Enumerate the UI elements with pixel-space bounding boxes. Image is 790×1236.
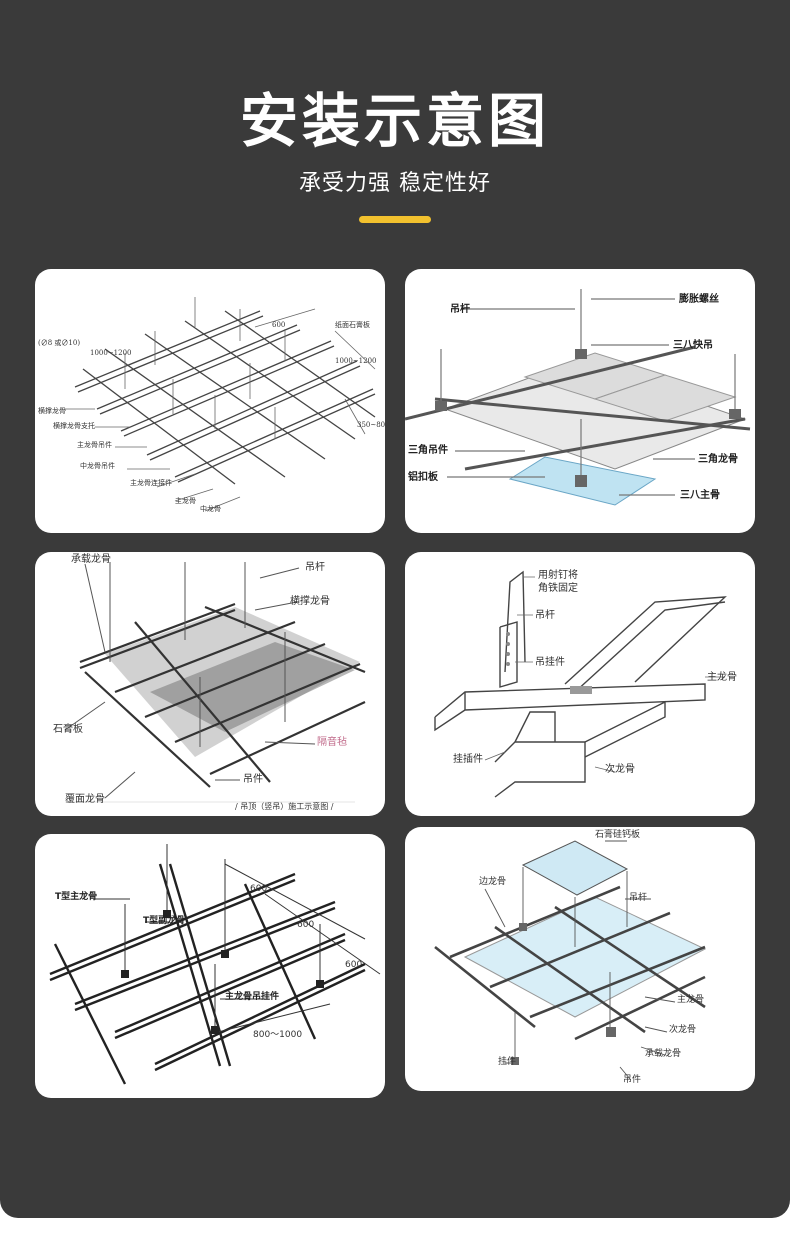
label-cover-keel: 覆面龙骨: [65, 794, 105, 805]
label-sub: 次龙骨: [669, 1025, 697, 1035]
label-board: 石膏硅钙板: [595, 830, 641, 840]
label-board: 纸面石膏板: [335, 321, 370, 329]
diagram-card-gypsum-grid: 600 纸面石膏板 (∅8 或∅10) 1000~1200 1000~1200 …: [35, 269, 385, 533]
label-bolt: 膨胀螺丝: [679, 294, 719, 305]
label-hook: 挂件: [498, 1057, 517, 1067]
label-insert: 挂插件: [453, 754, 483, 765]
label-hanger: 主龙骨吊挂件: [225, 992, 280, 1002]
diagram-card-aluminum-panel: 吊杆 膨胀螺丝 三八快吊 三角吊件 三角龙骨 铝扣板 三八主骨: [405, 269, 755, 533]
label-main-hanger: 主龙骨吊件: [77, 441, 112, 449]
label-mid: 中龙骨: [200, 505, 221, 513]
silicate-board-drawing: [434, 840, 707, 1080]
label-hanger: 吊件: [243, 774, 263, 785]
label-cross-keel: 横撑龙骨: [290, 596, 330, 607]
label-main: 主龙骨: [707, 672, 737, 683]
label-nail-1: 用射钉将: [538, 570, 578, 581]
keel-detail-drawing: [434, 570, 727, 798]
label-main: 主龙骨: [175, 497, 196, 505]
vertical-hang-drawing: [64, 562, 366, 803]
aluminum-panel-drawing: [405, 289, 751, 506]
label-span2: 1000~1200: [335, 357, 377, 365]
t-grid-drawing: [49, 844, 381, 1085]
label-rod: 吊杆: [535, 610, 555, 621]
label-span: 800～1000: [253, 1030, 303, 1040]
label-edge: 边龙骨: [479, 877, 507, 887]
label-600-c: 600: [345, 960, 363, 970]
label-nail-2: 角铁固定: [538, 583, 578, 594]
label-600-b: 600: [297, 920, 315, 930]
label-hanger: 吊挂件: [535, 657, 565, 668]
diagram-card-vertical-hang: 承载龙骨 吊杆 横撑龙骨 石膏板 隔音毡 吊件 覆面龙骨 / 吊顶（竖吊）施工示…: [35, 552, 385, 816]
label-load: 承载龙骨: [645, 1049, 682, 1059]
label-sound: 隔音毡: [317, 737, 347, 748]
label-main-connector: 主龙骨连接件: [130, 479, 172, 487]
page-title: 安装示意图: [239, 87, 550, 155]
label-t-sub: T型副龙骨: [143, 916, 186, 926]
diagram-card-keel-detail: 用射钉将 角铁固定 吊杆 吊挂件 主龙骨 挂插件 次龙骨: [405, 552, 755, 816]
label-phi: (∅8 或∅10): [38, 339, 81, 347]
label-rod: 吊杆: [450, 304, 470, 315]
caption: / 吊顶（竖吊）施工示意图 /: [235, 802, 334, 811]
label-cross: 横撑龙骨: [38, 407, 66, 415]
label-rod: 吊杆: [305, 562, 325, 573]
label-cross-support: 横撑龙骨支托: [53, 422, 95, 430]
page-subtitle: 承受力强 稳定性好: [299, 171, 491, 196]
label-hanger: 吊件: [623, 1075, 642, 1085]
gypsum-grid-drawing: [65, 297, 376, 512]
label-600: 600: [272, 321, 286, 329]
diagram-card-silicate-board: 石膏硅钙板 边龙骨 吊杆 主龙骨 次龙骨 承载龙骨 挂件 吊件: [405, 827, 755, 1091]
label-main38: 三八主骨: [680, 490, 720, 501]
label-span3: 350~800: [357, 421, 385, 429]
accent-bar: [359, 216, 431, 223]
label-600-a: 600: [250, 884, 268, 894]
label-mid-hanger: 中龙骨吊件: [80, 462, 115, 470]
label-gypsum: 石膏板: [53, 724, 83, 735]
label-rod: 吊杆: [629, 893, 648, 903]
label-clip: 三八快吊: [673, 340, 713, 351]
label-sub: 次龙骨: [605, 764, 635, 775]
label-load-keel: 承载龙骨: [71, 554, 111, 565]
diagram-card-t-grid: T型主龙骨 T型副龙骨 600 600 600 主龙骨吊挂件 800～1000: [35, 834, 385, 1098]
label-span1: 1000~1200: [90, 349, 132, 357]
label-panel: 铝扣板: [408, 472, 438, 483]
label-t-main: T型主龙骨: [55, 892, 98, 902]
label-main: 主龙骨: [677, 995, 705, 1005]
label-tri-hanger: 三角吊件: [408, 445, 448, 456]
label-tri-keel: 三角龙骨: [698, 454, 738, 465]
